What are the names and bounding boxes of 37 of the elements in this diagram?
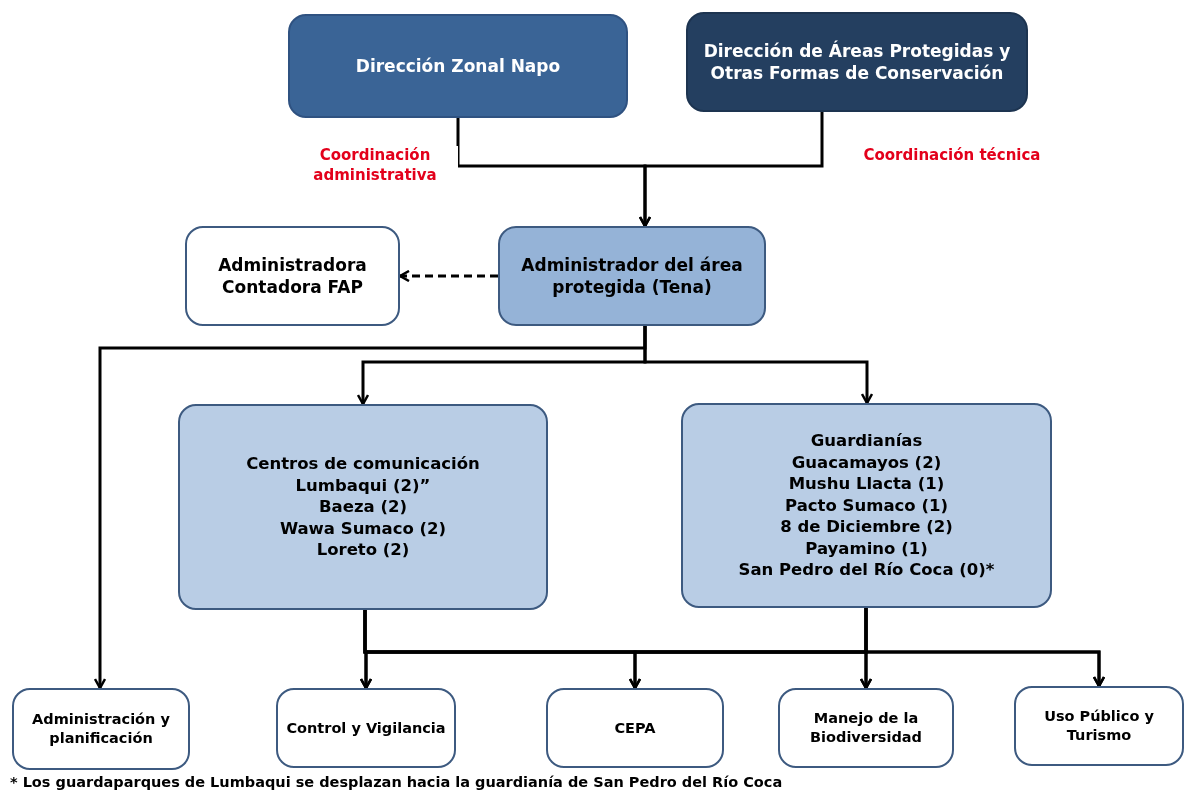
process-box <box>498 226 766 326</box>
node-text: Control y Vigilancia <box>286 718 446 738</box>
process-box <box>12 688 190 770</box>
node-text: Baeza (2) <box>319 496 407 518</box>
node-text: Wawa Sumaco (2) <box>279 517 447 540</box>
node-text: Payamino (1) <box>805 537 928 560</box>
node-text: Administración y planificación <box>31 710 171 748</box>
node-text: San Pedro del Río Coca (0)* <box>738 559 995 581</box>
process-box <box>686 12 1028 112</box>
process-box <box>276 688 456 768</box>
node-text: Guacamayos (2) <box>791 451 942 474</box>
node-text: 8 de Diciembre (2) <box>780 516 953 538</box>
node-text: Pacto Sumaco (1) <box>785 494 948 517</box>
arrow <box>638 112 824 228</box>
node-text: Manejo de la Biodiversidad <box>809 709 923 747</box>
process-box <box>546 688 724 768</box>
process-box <box>778 688 954 768</box>
node-text: Mushu Llacta (1) <box>788 473 945 495</box>
arrow <box>93 326 647 690</box>
node-text: Dirección de Áreas Protegidas y Otras Formas de Conservación <box>702 39 1012 85</box>
node-text: Centros de comunicación <box>246 453 480 475</box>
node-text: Guardianías <box>810 430 923 452</box>
process-box <box>185 226 400 326</box>
process-box <box>1014 686 1184 766</box>
node-text: Administradora Contadora FAP <box>217 253 368 299</box>
arrow <box>398 269 498 283</box>
node-text: Dirección Zonal Napo <box>355 54 561 78</box>
process-box <box>178 404 548 610</box>
arrow <box>864 608 1106 688</box>
node-text: Lumbaqui (2)” <box>295 474 431 497</box>
node-text: Loreto (2) <box>316 539 410 561</box>
process-box <box>288 14 628 118</box>
footnote: * Los guardaparques de Lumbaqui se desplazan hacia la guardianía de San Pedro del Río Coca <box>10 774 783 790</box>
node-text: Uso Público y Turismo <box>1043 707 1155 745</box>
process-box <box>681 403 1052 608</box>
node-text: CEPA <box>614 718 656 738</box>
node-text: Administrador del área protegida (Tena) <box>520 253 744 299</box>
